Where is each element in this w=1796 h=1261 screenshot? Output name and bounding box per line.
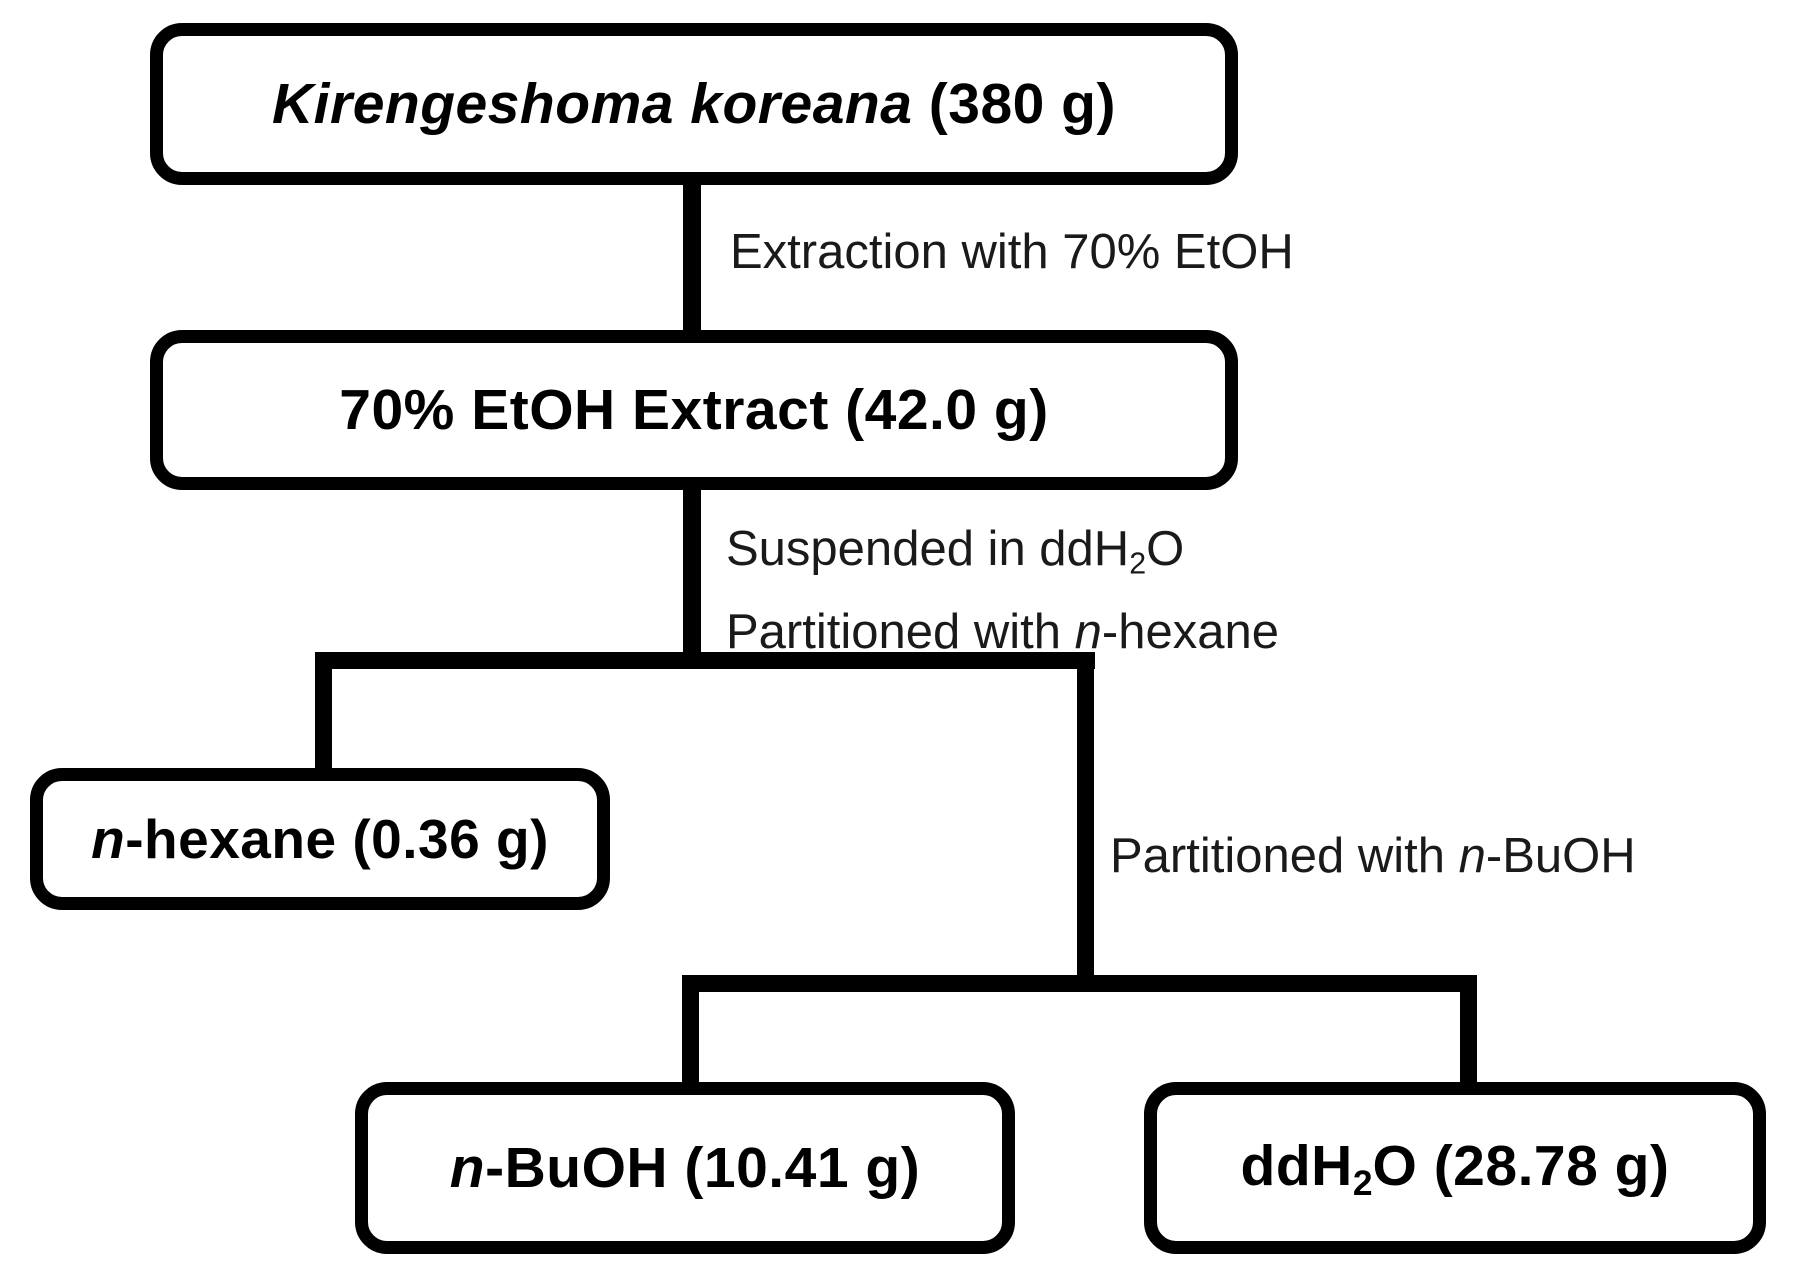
branch1-drop-to-hexane (315, 652, 332, 774)
source-material-box: Kirengeshoma koreana (380 g) (150, 23, 1238, 185)
suspended-step-label: Suspended in ddH2O (726, 522, 1185, 581)
branch2-drop-to-water (1460, 975, 1477, 1088)
connector-source-to-extract (683, 180, 701, 336)
hexane-fraction-box: n-hexane (0.36 g) (30, 768, 610, 910)
buoh-fraction-label: n-BuOH (10.41 g) (449, 1136, 921, 1200)
water-fraction-box: ddH2O (28.78 g) (1144, 1082, 1766, 1254)
branch1-horizontal-line (315, 652, 1095, 669)
extraction-step-label: Extraction with 70% EtOH (730, 225, 1294, 279)
hexane-fraction-label: n-hexane (0.36 g) (91, 808, 549, 870)
partition-hexane-step-label: Partitioned with n-hexane (726, 604, 1279, 659)
water-fraction-label: ddH2O (28.78 g) (1240, 1133, 1670, 1203)
branch2-horizontal-line (682, 975, 1477, 992)
branch2-drop-to-buoh (682, 975, 699, 1088)
buoh-fraction-box: n-BuOH (10.41 g) (355, 1082, 1015, 1254)
etoh-extract-label: 70% EtOH Extract (42.0 g) (339, 378, 1049, 442)
partition-buoh-step-label: Partitioned with n-BuOH (1110, 829, 1636, 883)
source-material-label: Kirengeshoma koreana (380 g) (272, 72, 1116, 136)
suspend-partition-label-block: Suspended in ddH2O Partitioned with n-he… (726, 515, 1279, 666)
etoh-extract-box: 70% EtOH Extract (42.0 g) (150, 330, 1238, 490)
connector-extract-to-branch (683, 486, 701, 668)
branch1-drop-to-branch2 (1077, 652, 1094, 992)
